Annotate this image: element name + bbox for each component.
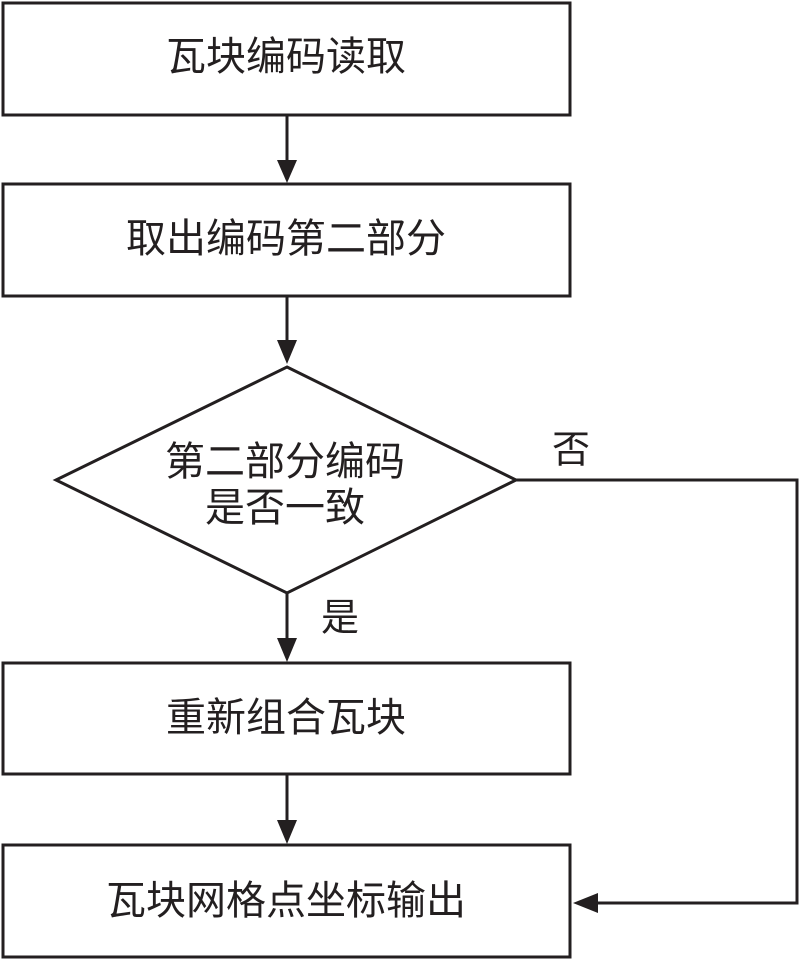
node-output-box	[1, 843, 572, 959]
arrow-no	[516, 478, 799, 913]
node-decision-label-line1: 第二部分编码	[165, 439, 405, 485]
node-regroup-label: 重新组合瓦块	[166, 695, 406, 741]
arrow-yes	[277, 593, 297, 662]
node-extract-second-part-label: 取出编码第二部分	[126, 216, 446, 262]
node-extract-second-part-box	[1, 182, 572, 298]
node-read-code-label: 瓦块编码读取	[166, 34, 406, 80]
arrow-2	[277, 296, 297, 364]
node-decision: 第二部分编码 是否一致	[52, 365, 520, 595]
node-regroup-box	[1, 661, 572, 776]
node-extract-second-part: 取出编码第二部分	[1, 182, 572, 298]
node-output-label: 瓦块网格点坐标输出	[106, 878, 466, 924]
node-read-code-box	[1, 1, 572, 117]
node-read-code: 瓦块编码读取	[1, 1, 572, 117]
arrow-3	[277, 774, 297, 844]
node-regroup: 重新组合瓦块	[1, 661, 572, 776]
edge-label-yes: 是	[321, 596, 359, 640]
edge-label-no: 否	[552, 428, 590, 472]
arrow-1	[277, 115, 297, 183]
node-output: 瓦块网格点坐标输出	[1, 843, 572, 959]
node-decision-label-line2: 是否一致	[205, 485, 365, 531]
